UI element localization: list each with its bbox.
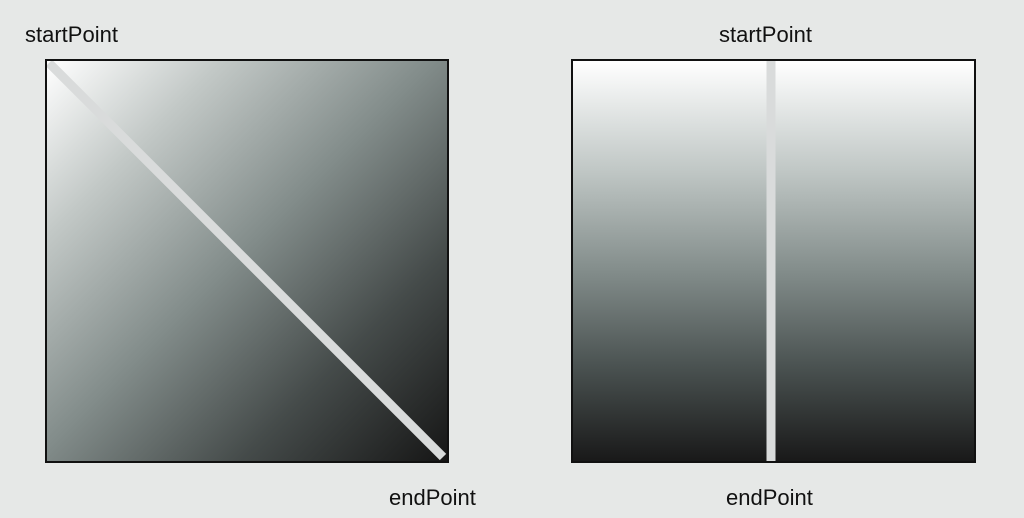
diagonal-gradient-panel	[45, 59, 449, 463]
start-point-label-left: startPoint	[25, 22, 118, 47]
end-point-label-left: endPoint	[389, 485, 476, 510]
vertical-gradient-panel	[571, 59, 976, 463]
diagonal-gradient-axis-line	[47, 61, 447, 461]
end-point-label-right: endPoint	[726, 485, 813, 510]
diagonal-gradient-line-svg	[47, 61, 447, 461]
vertical-gradient-line-svg	[766, 61, 776, 461]
start-point-label-right: startPoint	[719, 22, 812, 47]
